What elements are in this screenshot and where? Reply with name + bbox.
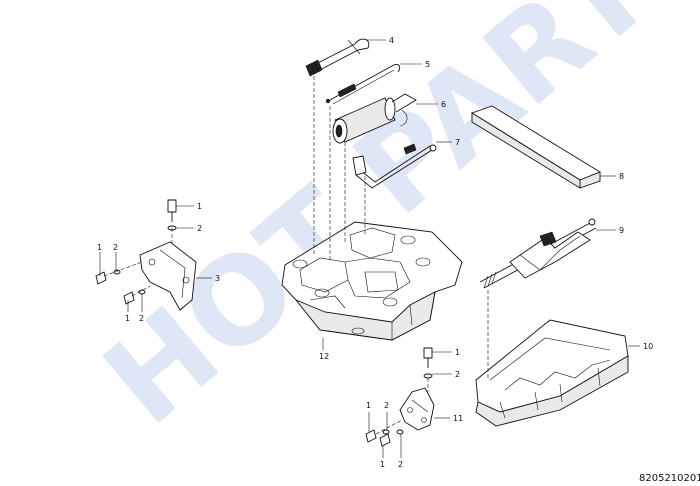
wrench-7: [352, 143, 437, 189]
foam-tray-12: [281, 221, 463, 341]
callout-1-left-b: 1: [125, 314, 130, 323]
bracket-11: [399, 387, 435, 431]
callout-11: 11: [453, 414, 463, 423]
callout-2-lower-b: 2: [398, 460, 403, 469]
callout-5: 5: [425, 60, 430, 69]
bent-rod-5: [325, 63, 401, 105]
callout-8: 8: [619, 172, 624, 181]
document-number: 8205210201: [639, 473, 700, 484]
callout-9: 9: [619, 226, 624, 235]
bolt-washer-left: [95, 199, 177, 305]
callout-6: 6: [441, 100, 446, 109]
jack-holder-10: [475, 319, 629, 427]
callout-1-left-a: 1: [97, 243, 102, 252]
callout-7: 7: [455, 138, 460, 147]
callout-1-lower-b: 1: [380, 460, 385, 469]
block-8: [470, 105, 602, 189]
callout-1-lower-top: 1: [455, 348, 460, 357]
callout-2-left-a: 2: [113, 243, 118, 252]
leader-lines: [99, 39, 640, 458]
callout-3: 3: [215, 274, 220, 283]
callout-2-left-top: 2: [197, 224, 202, 233]
rod-tool-4: [305, 38, 370, 77]
bolt-washer-lower: [365, 347, 433, 447]
callout-12: 12: [319, 352, 329, 361]
callout-1-left-top: 1: [197, 202, 202, 211]
scissor-jack-9: [479, 218, 597, 289]
callout-10: 10: [643, 342, 653, 351]
cylinder-6: [332, 93, 417, 144]
callout-2-lower-top: 2: [455, 370, 460, 379]
callout-2-left-b: 2: [139, 314, 144, 323]
bracket-3: [139, 241, 197, 311]
callout-4: 4: [389, 36, 394, 45]
callout-1-lower-a: 1: [366, 401, 371, 410]
callout-2-lower-a: 2: [384, 401, 389, 410]
